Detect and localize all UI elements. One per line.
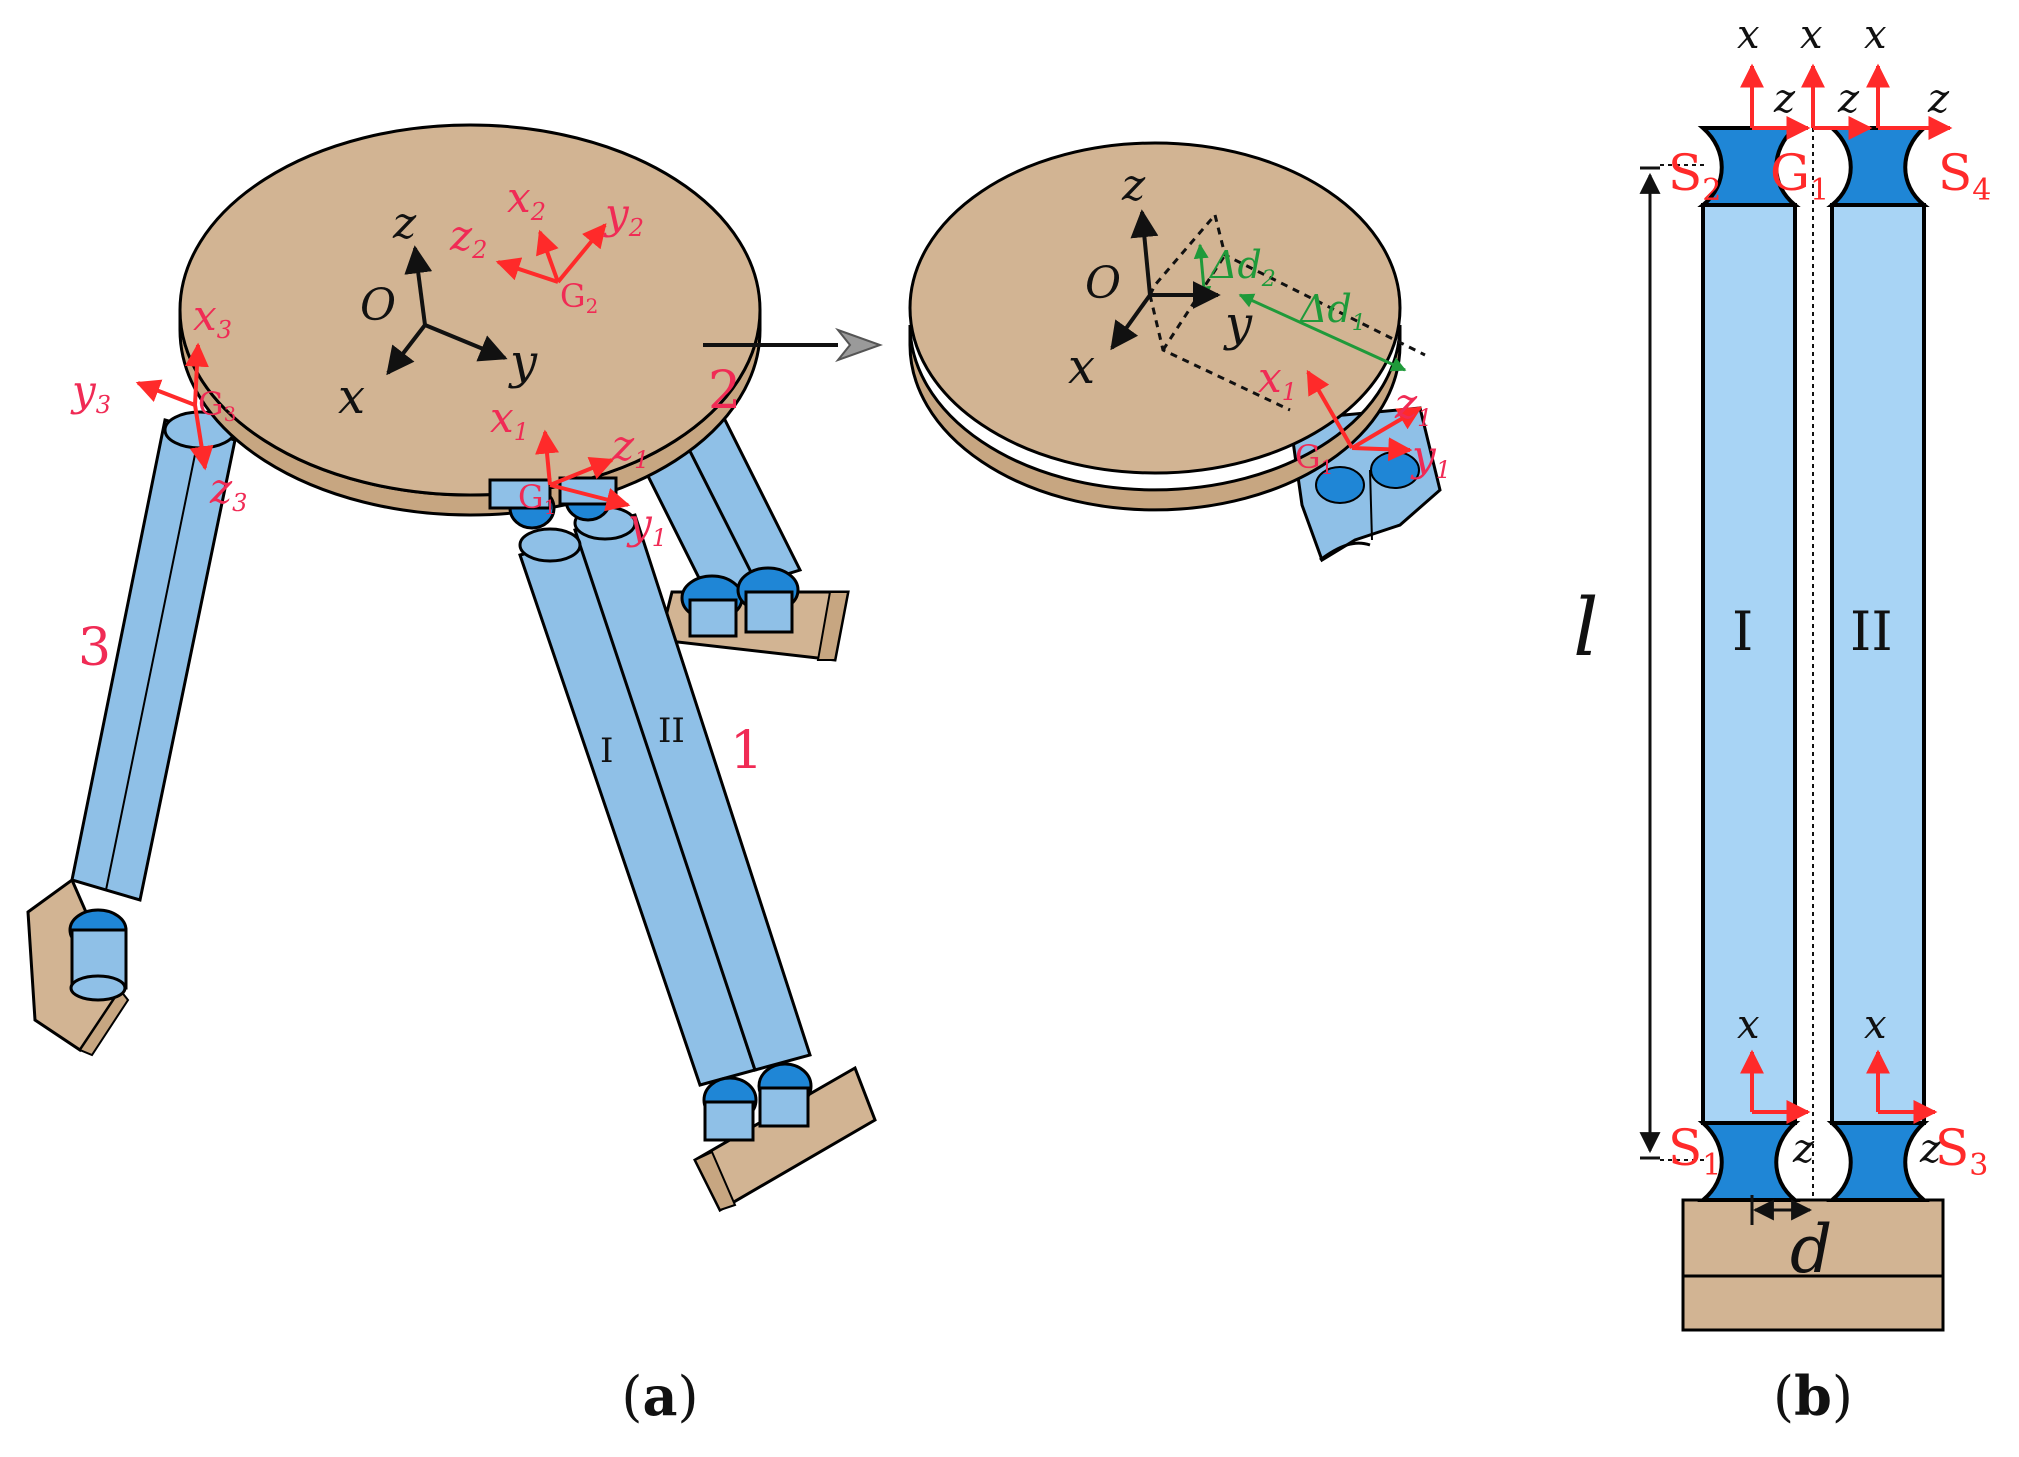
limb-2-label: 2	[708, 361, 741, 421]
g3-g-label: G3	[198, 385, 236, 426]
zoom-arrow	[703, 327, 883, 363]
s1-label: S1	[1668, 1119, 1721, 1183]
delta-d2-label: Δd2	[1208, 243, 1276, 292]
offset-d-label: d	[1790, 1211, 1832, 1288]
hinge-s3	[1826, 1121, 1930, 1202]
s3-label: S3	[1935, 1119, 1988, 1183]
g3-z-label: z3	[209, 464, 247, 517]
top-x2-label: x	[1800, 12, 1823, 58]
panel-a: z O y x x2 y2 z2 G2 x3 y3 G3 z3	[26, 123, 1451, 1428]
g1-g-label: G1	[518, 478, 556, 519]
bottom-x1-label: x	[1737, 1002, 1760, 1048]
panel-a-caption: (a)	[621, 1364, 698, 1428]
limb-1-label: 1	[730, 721, 763, 781]
panel-b-chain-II-label: II	[1850, 600, 1893, 663]
zoom-origin-label: O	[1085, 258, 1121, 309]
frame-g1: x1 z1 G1 y1	[490, 393, 667, 552]
s4-label: S4	[1938, 144, 1991, 208]
frame-g3: x3 y3 G3 z3	[70, 291, 247, 517]
bottom-z1-label: z	[1792, 1126, 1815, 1172]
bottom-frames: x x z z	[1737, 1002, 1942, 1172]
panel-b-chain-I-label: I	[1732, 600, 1753, 663]
bottom-x2-label: x	[1864, 1002, 1887, 1048]
g1-y-label: y1	[626, 499, 667, 552]
top-x1-label: x	[1737, 12, 1760, 58]
panel-b-base-block	[1681, 1198, 1945, 1332]
g1-x-label: x1	[490, 393, 529, 446]
moving-platform	[178, 123, 762, 517]
top-z2-label: z	[1837, 76, 1860, 122]
panel-b-caption: (b)	[1773, 1364, 1853, 1428]
top-z1-label: z	[1773, 76, 1796, 122]
g3-x-label: x3	[193, 291, 232, 344]
g2-z-label: z2	[449, 211, 487, 264]
panel-b-chain-II	[1830, 203, 1926, 1125]
panel-b-chain-I	[1701, 203, 1797, 1125]
g2-x-label: x2	[507, 173, 546, 226]
limb-3-label: 3	[78, 618, 111, 678]
top-x3-label: x	[1864, 12, 1887, 58]
g2-y-label: y2	[603, 189, 644, 242]
chain-I-label: I	[600, 731, 613, 771]
g1-label-b: G1	[1770, 144, 1829, 208]
platform-top	[178, 123, 762, 497]
zoom-g1-y-label: y1	[1410, 431, 1451, 484]
zoom-y-label: y	[1223, 296, 1253, 352]
panel-b: l d I II x x x z z z x	[1573, 12, 1991, 1428]
g2-g-label: G2	[560, 277, 598, 318]
top-frames: x x x z z z	[1737, 12, 1953, 140]
global-origin-label: O	[360, 280, 396, 331]
limb-1	[488, 476, 877, 1213]
global-z-label: z	[392, 198, 417, 249]
bottom-z2-label: z	[1919, 1126, 1942, 1172]
length-l-label: l	[1573, 581, 1599, 674]
global-x-label: x	[338, 369, 365, 425]
frame-g2: x2 y2 z2 G2	[449, 173, 644, 318]
zoom-g1-g-label: G1	[1295, 438, 1333, 479]
hinge-s4	[1826, 126, 1930, 207]
global-y-label: y	[508, 334, 538, 390]
g3-y-label: y3	[70, 366, 111, 419]
zoom-g1-z-label: z1	[1394, 379, 1432, 432]
zoom-z-label: z	[1121, 160, 1146, 211]
zoomed-platform: Δd2 Δd1 z O y x x1 z1 G1 y1	[908, 141, 1451, 563]
chain-II-label: II	[658, 711, 685, 751]
global-frame: z O y x	[338, 198, 538, 425]
zoom-g1-x-label: x1	[1258, 353, 1297, 406]
g1-z-label: z1	[611, 421, 649, 474]
zoom-x-label: x	[1068, 339, 1095, 395]
limb-3	[26, 410, 237, 1057]
delta-d1-label: Δd1	[1298, 287, 1366, 336]
s2-label: S2	[1668, 144, 1721, 208]
top-z3-label: z	[1927, 76, 1950, 122]
hinge-s2	[1697, 126, 1801, 207]
